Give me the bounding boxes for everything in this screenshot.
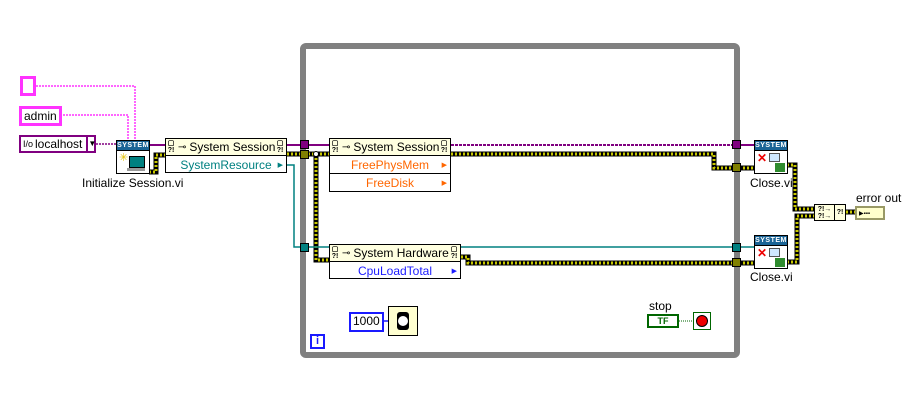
while-loop-frame[interactable] — [300, 43, 740, 358]
host-value: localhost — [35, 137, 83, 151]
wire-admin — [60, 114, 129, 141]
stop-condition-terminal[interactable] — [693, 312, 711, 330]
wire-error-session — [451, 152, 734, 170]
stopwatch-icon — [397, 312, 409, 330]
error-in-icon: ▢?! — [331, 246, 339, 260]
wire-error-init — [149, 153, 165, 174]
empty-string-constant[interactable] — [20, 76, 36, 96]
computer-icon: ✳ — [117, 151, 149, 174]
wire-hardware-refnum — [287, 164, 303, 248]
property-node-class: System Hardware — [353, 246, 449, 260]
tunnel-error-out-top — [732, 163, 741, 172]
wire-error-merge-a — [787, 163, 814, 211]
key-icon: ⊸ — [342, 141, 351, 153]
error-in-icon: ▢?! — [331, 140, 339, 154]
output-arrow-icon: ▶ — [277, 161, 283, 169]
error-out-icon: ▢?! — [450, 246, 458, 260]
merge-errors-icon: ?!→?!→ — [815, 205, 835, 220]
error-cluster-icon: ▶▪▪▪ — [859, 211, 870, 217]
close-session-icon: ✕ — [755, 246, 787, 269]
tunnel-refnum-in — [300, 140, 309, 149]
chevron-down-icon[interactable]: ▼ — [86, 137, 96, 151]
output-arrow-icon: ▶ — [441, 161, 447, 169]
io-name-icon: I/o — [23, 139, 34, 149]
tunnel-error-in — [300, 150, 309, 159]
wire-empty-string — [36, 85, 136, 141]
error-out-label: error out — [856, 191, 902, 205]
tunnel-hardware-in — [300, 243, 309, 252]
property-row-freephysmem[interactable]: FreePhysMem ▶ — [330, 156, 450, 174]
close-vi-top[interactable]: SYSTEM ✕ — [754, 140, 788, 174]
property-node-class: System Session — [353, 140, 440, 154]
wait-ms-function[interactable] — [388, 306, 418, 336]
system-session-property-node[interactable]: ▢?! ⊸ System Session ▢?! SystemResource … — [165, 138, 287, 173]
error-output-icon: ?! — [836, 209, 844, 216]
wait-ms-constant[interactable]: 1000 — [349, 312, 384, 332]
loop-session-property-node[interactable]: ▢?! ⊸ System Session ▢?! FreePhysMem ▶ F… — [329, 138, 451, 192]
property-row-cpuloadtotal[interactable]: CpuLoadTotal ▶ — [357, 263, 457, 278]
stop-control-terminal[interactable]: TF — [647, 314, 679, 328]
close-vi-bottom[interactable]: SYSTEM ✕ — [754, 235, 788, 269]
property-node-class: System Session — [189, 140, 276, 154]
initialize-session-label: Initialize Session.vi — [82, 176, 184, 190]
merge-errors-function[interactable]: ?!→?!→ ?! — [814, 204, 846, 221]
wire-error-branch — [314, 154, 329, 262]
stop-label: stop — [649, 299, 672, 313]
wire-error-merge-b — [787, 214, 814, 264]
loop-hardware-property-node[interactable]: ▢?! ⊸ System Hardware ▢?! CpuLoadTotal ▶ — [329, 244, 461, 279]
property-row-freedisk[interactable]: FreeDisk ▶ — [365, 175, 447, 190]
error-out-icon: ▢?! — [276, 140, 284, 154]
error-in-icon: ▢?! — [167, 140, 175, 154]
key-icon: ⊸ — [342, 247, 351, 259]
property-row[interactable]: SystemResource ▶ — [180, 157, 283, 172]
system-banner: SYSTEM — [755, 236, 787, 246]
tunnel-refnum-out — [732, 140, 741, 149]
initialize-session-vi[interactable]: SYSTEM ✳ — [116, 140, 150, 174]
system-banner: SYSTEM — [117, 141, 149, 151]
username-constant[interactable]: admin — [19, 106, 62, 126]
key-icon: ⊸ — [178, 141, 187, 153]
host-ring-constant[interactable]: I/o localhost ▼ — [19, 135, 96, 153]
tunnel-error-out-bottom — [732, 258, 741, 267]
wire-error-hardware — [461, 255, 734, 265]
close-vi-top-label: Close.vi — [750, 176, 793, 190]
error-out-indicator[interactable]: ▶▪▪▪ — [855, 206, 885, 220]
close-session-icon: ✕ — [755, 151, 787, 174]
system-banner: SYSTEM — [755, 141, 787, 151]
stop-condition-icon — [696, 315, 708, 327]
close-vi-bottom-label: Close.vi — [750, 270, 793, 284]
iteration-terminal[interactable]: i — [310, 334, 325, 349]
output-arrow-icon: ▶ — [441, 179, 447, 187]
error-out-icon: ▢?! — [440, 140, 448, 154]
tunnel-hardware-out — [732, 243, 741, 252]
output-arrow-icon: ▶ — [451, 267, 457, 275]
